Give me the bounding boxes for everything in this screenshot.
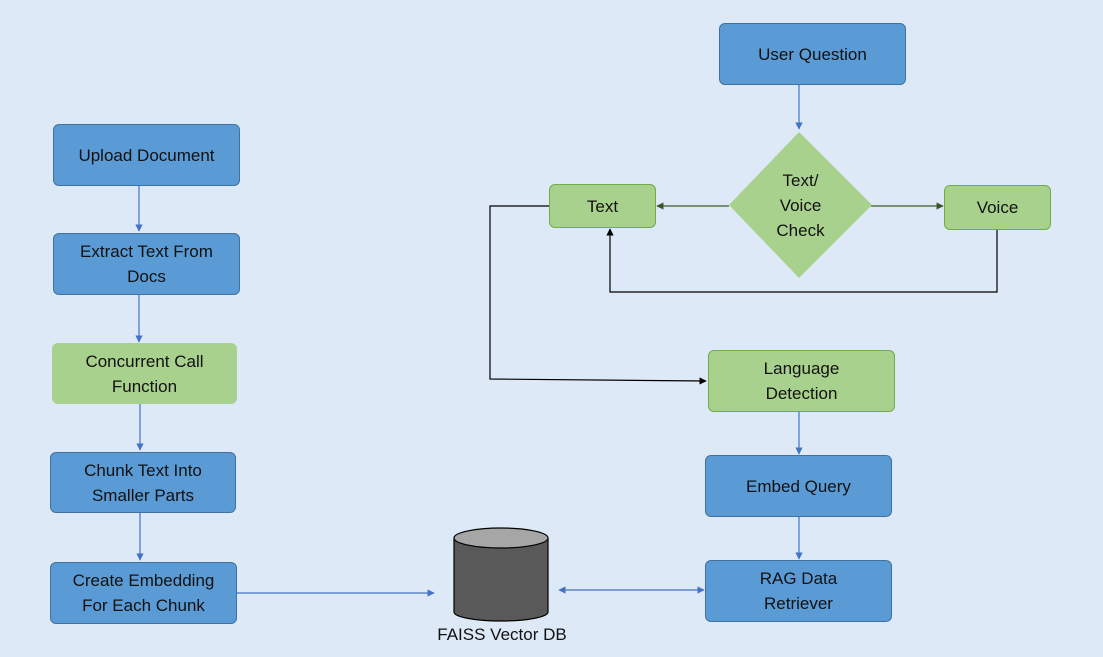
- upload-document-step: Upload Document: [53, 124, 240, 186]
- rag-data-retriever-step: RAG Data Retriever: [705, 560, 892, 622]
- voice-option-label: Voice: [976, 198, 1019, 217]
- extract-text-label: Extract Text From Docs: [80, 242, 213, 286]
- faiss-database-label: FAISS Vector DB: [437, 625, 567, 644]
- user-question-step: User Question: [719, 23, 906, 85]
- language-detection-label: Language Detection: [763, 359, 840, 403]
- embed-query-label: Embed Query: [746, 476, 851, 496]
- text-option-label: Text: [586, 196, 619, 216]
- language-detection-step: Language Detection: [708, 350, 895, 412]
- chunk-text-label: Chunk Text Into Smaller Parts: [84, 460, 202, 505]
- upload-document-label: Upload Document: [78, 145, 215, 165]
- user-question-label: User Question: [758, 44, 867, 64]
- extract-text-step: Extract Text From Docs: [53, 233, 240, 295]
- text-voice-check-label: Text/ Voice Check: [776, 170, 825, 240]
- create-embedding-step: Create Embedding For Each Chunk: [50, 562, 237, 624]
- concurrent-call-step: Concurrent Call Function: [52, 343, 237, 404]
- concurrent-call-label: Concurrent Call Function: [85, 351, 204, 396]
- rag-data-retriever-label: RAG Data Retriever: [759, 569, 838, 613]
- embed-query-step: Embed Query: [705, 455, 892, 517]
- voice-option-step: Voice: [944, 185, 1051, 230]
- arrow-voice-to-text: [606, 228, 998, 293]
- faiss-database-icon: [453, 527, 549, 622]
- text-voice-check-diamond: [729, 132, 872, 278]
- create-embedding-label: Create Embedding For Each Chunk: [72, 571, 215, 615]
- chunk-text-step: Chunk Text Into Smaller Parts: [50, 452, 236, 513]
- arrow-text-to-language: [489, 205, 707, 385]
- text-option-step: Text: [549, 184, 656, 228]
